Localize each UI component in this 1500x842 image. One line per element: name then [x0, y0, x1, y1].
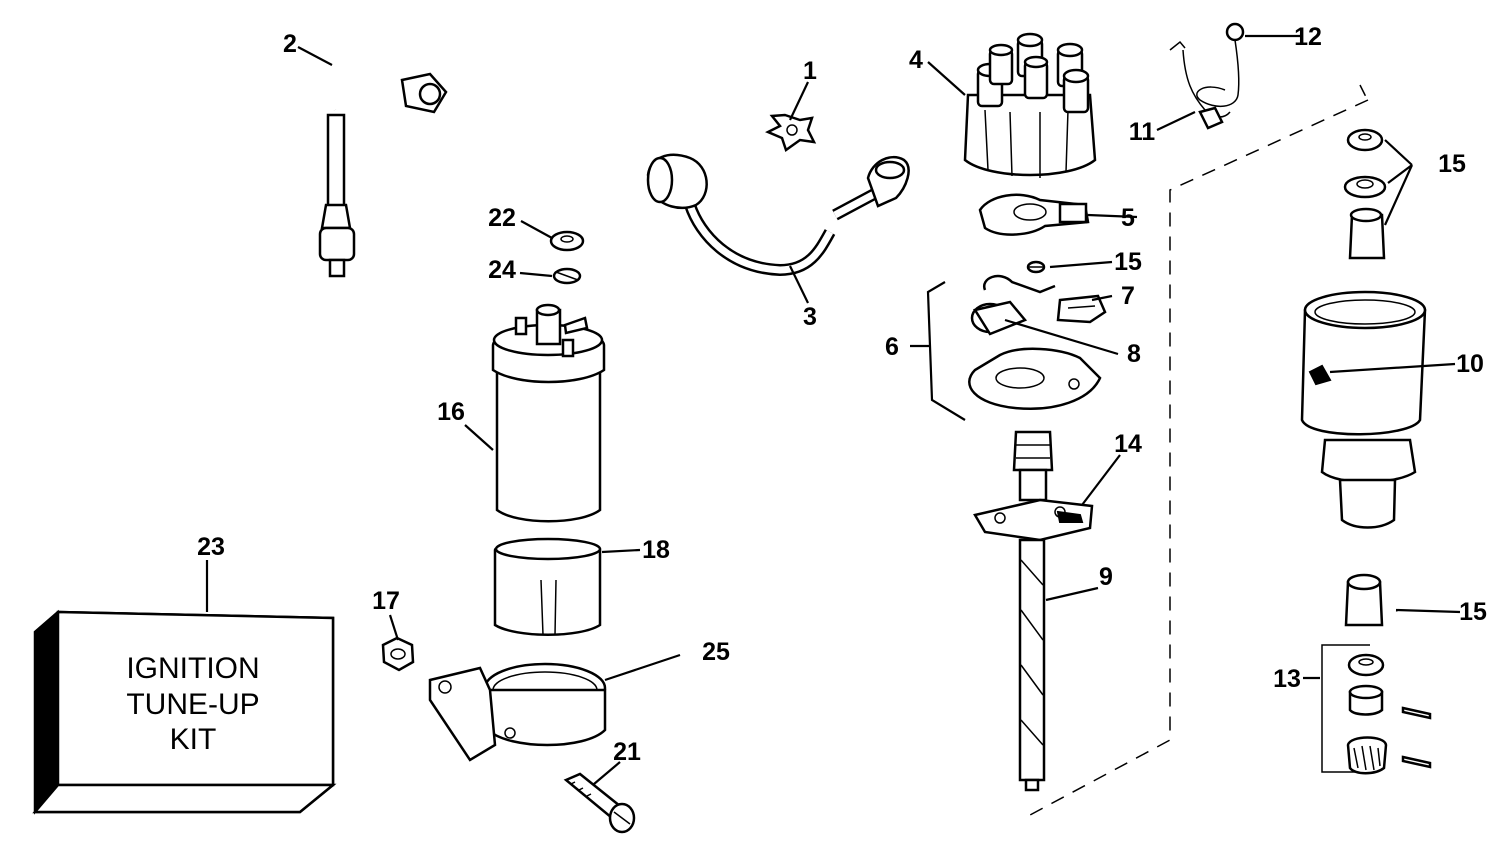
part-25-coil-bracket: [428, 662, 607, 762]
callout-leader-lines: [205, 34, 1461, 785]
part-18-insulator-sleeve: [493, 537, 602, 636]
callout-12: 12: [1294, 23, 1322, 51]
callout-15-rotor-ring: 15: [1114, 248, 1142, 276]
part-2-sensor-lead: [318, 55, 448, 278]
callout-18: 18: [642, 536, 670, 564]
callout-17: 17: [372, 587, 400, 615]
callout-7: 7: [1121, 282, 1135, 310]
callout-6: 6: [885, 333, 899, 361]
part-10-distributor-housing: [1300, 290, 1427, 529]
callout-8: 8: [1127, 340, 1141, 368]
callout-10: 10: [1456, 350, 1484, 378]
callout-15-lower-bushing: 15: [1459, 598, 1487, 626]
callout-15-upper-washers: 15: [1438, 150, 1466, 178]
callout-16: 16: [437, 398, 465, 426]
part-23-ignition-tune-up-kit-box: IGNITION TUNE-UP KIT: [32, 609, 337, 815]
part-15-small-ring-upper: [1026, 260, 1046, 274]
part-11-12-ground-wires: [1169, 22, 1245, 130]
part-24-lock-washer: [552, 267, 582, 285]
callout-9: 9: [1099, 563, 1113, 591]
part-9-distributor-shaft: [973, 430, 1094, 792]
part-6-breaker-assembly: [968, 274, 1107, 410]
callout-1: 1: [803, 57, 817, 85]
part-22-nut: [549, 230, 585, 252]
callout-5: 5: [1121, 204, 1135, 232]
callout-24: 24: [488, 256, 516, 284]
callout-22: 22: [488, 204, 516, 232]
kit-box-label-line-3: KIT: [170, 723, 217, 756]
part-1-star-plate: [765, 113, 817, 153]
callout-13: 13: [1273, 665, 1301, 693]
part-21-screw: [563, 772, 636, 834]
kit-box-label-line-1: IGNITION: [126, 652, 259, 685]
part-3-coil-wire: [646, 153, 910, 277]
part-17-hex-nut: [381, 636, 415, 672]
callout-2: 2: [283, 30, 297, 58]
kit-box-label-line-2: TUNE-UP: [126, 688, 259, 721]
part-13-drive-gear-kit: [1321, 644, 1432, 775]
callout-11: 11: [1129, 118, 1156, 146]
part-15-washers-upper-right: [1343, 128, 1387, 260]
part-5-rotor: [978, 193, 1090, 236]
callout-4: 4: [909, 46, 923, 74]
callout-23: 23: [197, 533, 225, 561]
callout-21: 21: [613, 738, 641, 766]
callout-14: 14: [1114, 430, 1142, 458]
distributor-housing-dashed-outline: [1029, 84, 1369, 816]
part-4-distributor-cap: [963, 32, 1097, 178]
callout-25: 25: [702, 638, 730, 666]
part-15-bushing-lower-right: [1344, 573, 1384, 627]
part-16-ignition-coil: [491, 303, 606, 523]
callout-3: 3: [803, 303, 817, 331]
